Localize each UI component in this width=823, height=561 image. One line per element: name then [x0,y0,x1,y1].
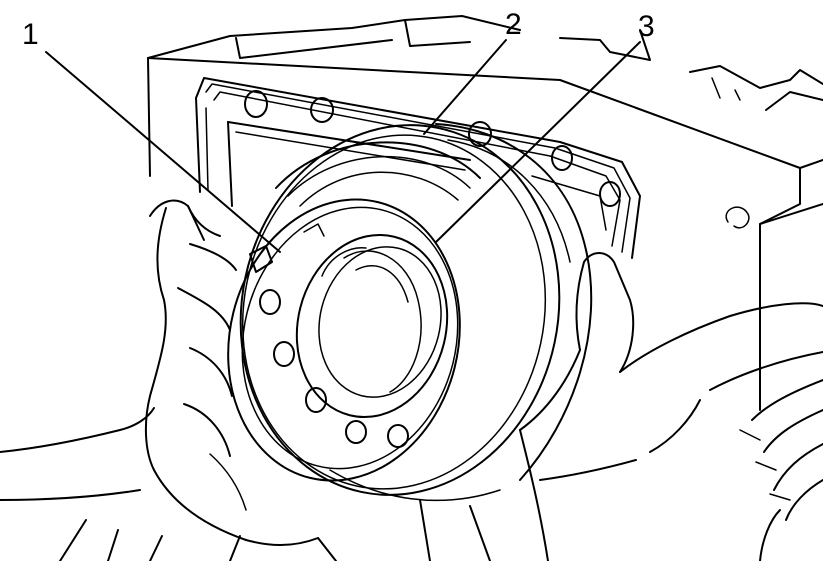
mounting-flange [195,77,641,259]
bolt-hole [599,181,621,207]
plate-bolt-hole [305,387,327,413]
right-hand [519,252,823,561]
bolt-hole [468,121,492,147]
seal-ring [275,141,481,207]
left-hand [0,199,319,561]
bearing-bore [295,233,449,419]
bolt-hole [310,97,334,123]
leader-line-2 [423,39,507,135]
leader-line-3 [435,41,641,243]
plate-bolt-hole [345,420,367,444]
callout-3: 3 [638,10,655,43]
leader-lines [45,39,641,253]
inner-flange-plate [227,198,461,482]
base-lines [317,469,501,561]
plate-bolt-hole [273,341,295,367]
bolt-hole [244,90,268,118]
callout-1: 1 [22,18,39,51]
bolt-hole [551,145,573,171]
plate-bolt-hole [259,289,281,315]
housing-block [147,15,823,411]
callout-2: 2 [505,8,522,41]
leader-line-1 [45,51,281,253]
plate-bolt-hole [387,424,409,448]
